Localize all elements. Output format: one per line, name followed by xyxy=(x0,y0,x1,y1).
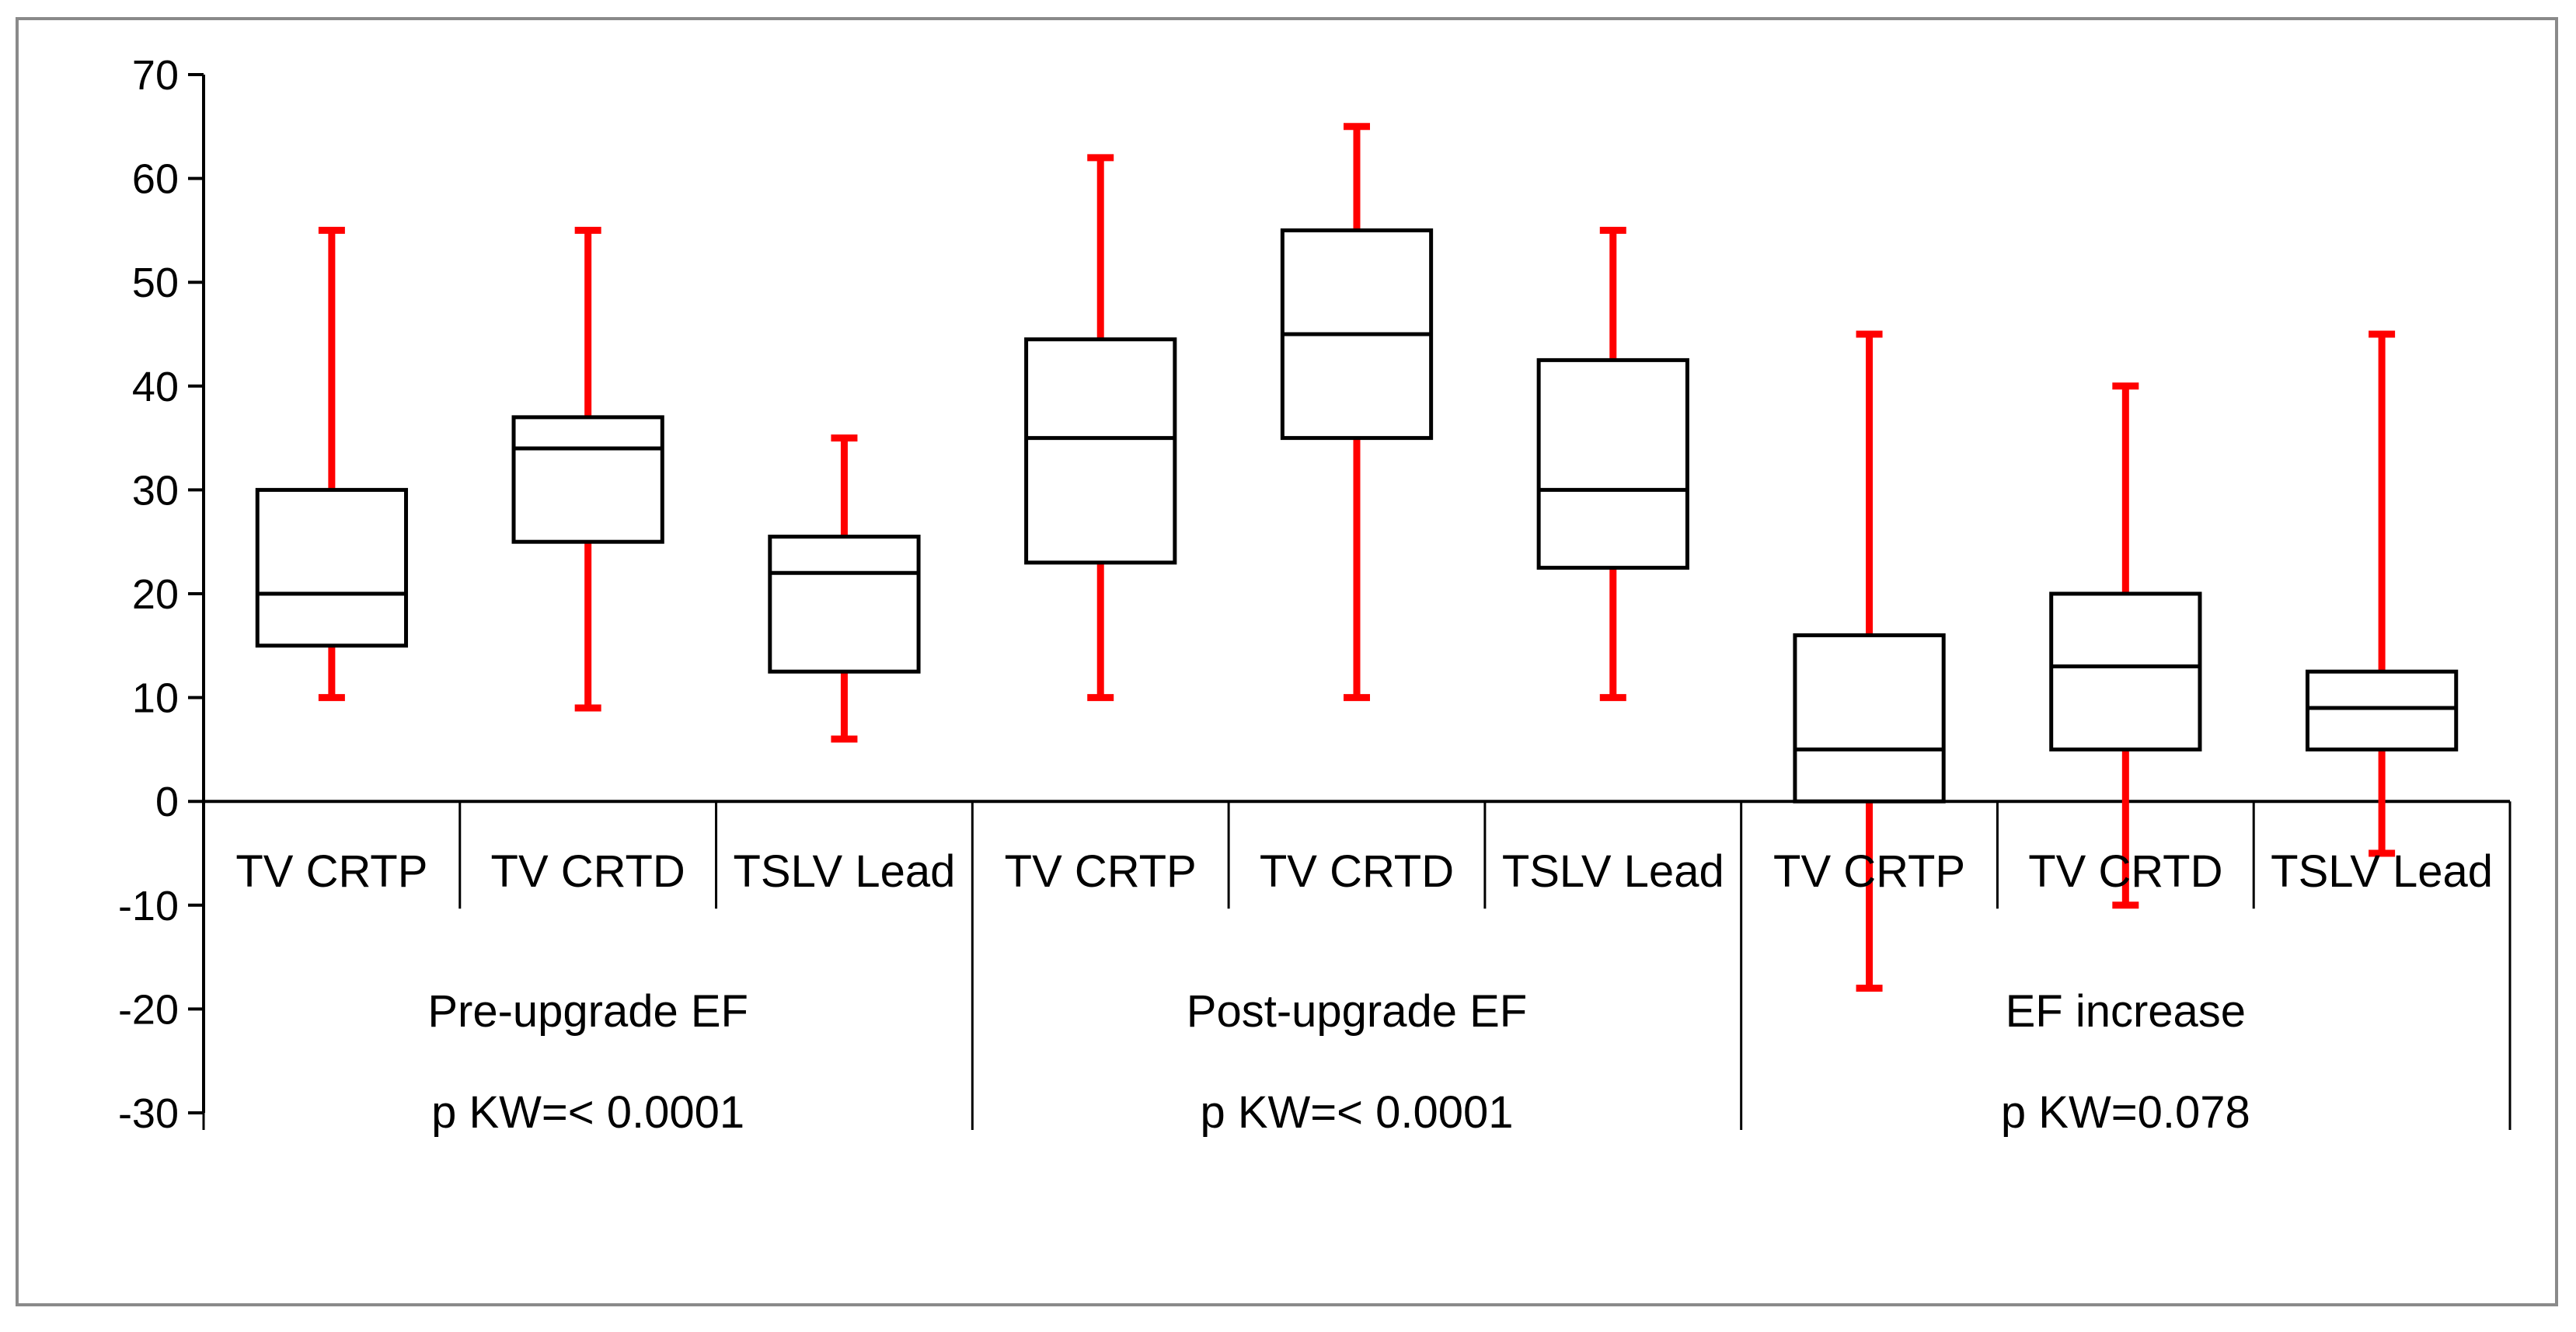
y-tick-label: 50 xyxy=(132,260,179,306)
category-label: TV CRTP xyxy=(1005,846,1197,897)
y-tick-label: 10 xyxy=(132,675,179,722)
y-tick-label: -20 xyxy=(118,986,179,1033)
group-label: EF increase xyxy=(2006,986,2246,1037)
category-label: TV CRTD xyxy=(1260,846,1454,897)
plot-area: 70 60 50 40 30 20 10 0 -10 -20 -30 TV CRTP TV CRTD TS… xyxy=(118,52,2512,1138)
y-tick-label: 70 xyxy=(132,52,179,99)
y-tick-label: 20 xyxy=(132,571,179,618)
y-tick-label: -30 xyxy=(118,1090,179,1137)
box-iqr xyxy=(768,535,921,674)
category-label: TV CRTP xyxy=(235,846,427,897)
group-label: Pre-upgrade EF xyxy=(427,986,748,1037)
group-pvalue-label: p KW=0.078 xyxy=(2001,1087,2250,1138)
box-iqr xyxy=(1024,337,1177,565)
y-tick-label: 60 xyxy=(132,156,179,203)
group-pvalue-label: p KW=< 0.0001 xyxy=(431,1087,744,1138)
box-iqr xyxy=(255,487,409,648)
box-iqr xyxy=(511,415,664,544)
category-label: TSLV Lead xyxy=(733,846,955,897)
box-iqr xyxy=(1793,633,1946,804)
box-iqr xyxy=(2305,669,2459,751)
category-label: TSLV Lead xyxy=(2271,846,2493,897)
y-tick-label: 40 xyxy=(132,364,179,410)
group-label: Post-upgrade EF xyxy=(1187,986,1527,1037)
y-tick-label: 0 xyxy=(155,779,179,825)
box-iqr xyxy=(1536,357,1689,570)
group-pvalue-label: p KW=< 0.0001 xyxy=(1200,1087,1513,1138)
y-tick-label: 30 xyxy=(132,467,179,514)
y-tick-label: -10 xyxy=(118,883,179,929)
box-iqr xyxy=(2049,591,2202,751)
category-label: TV CRTD xyxy=(491,846,685,897)
category-label: TV CRTP xyxy=(1773,846,1965,897)
category-label: TV CRTD xyxy=(2028,846,2222,897)
category-label: TSLV Lead xyxy=(1502,846,1724,897)
